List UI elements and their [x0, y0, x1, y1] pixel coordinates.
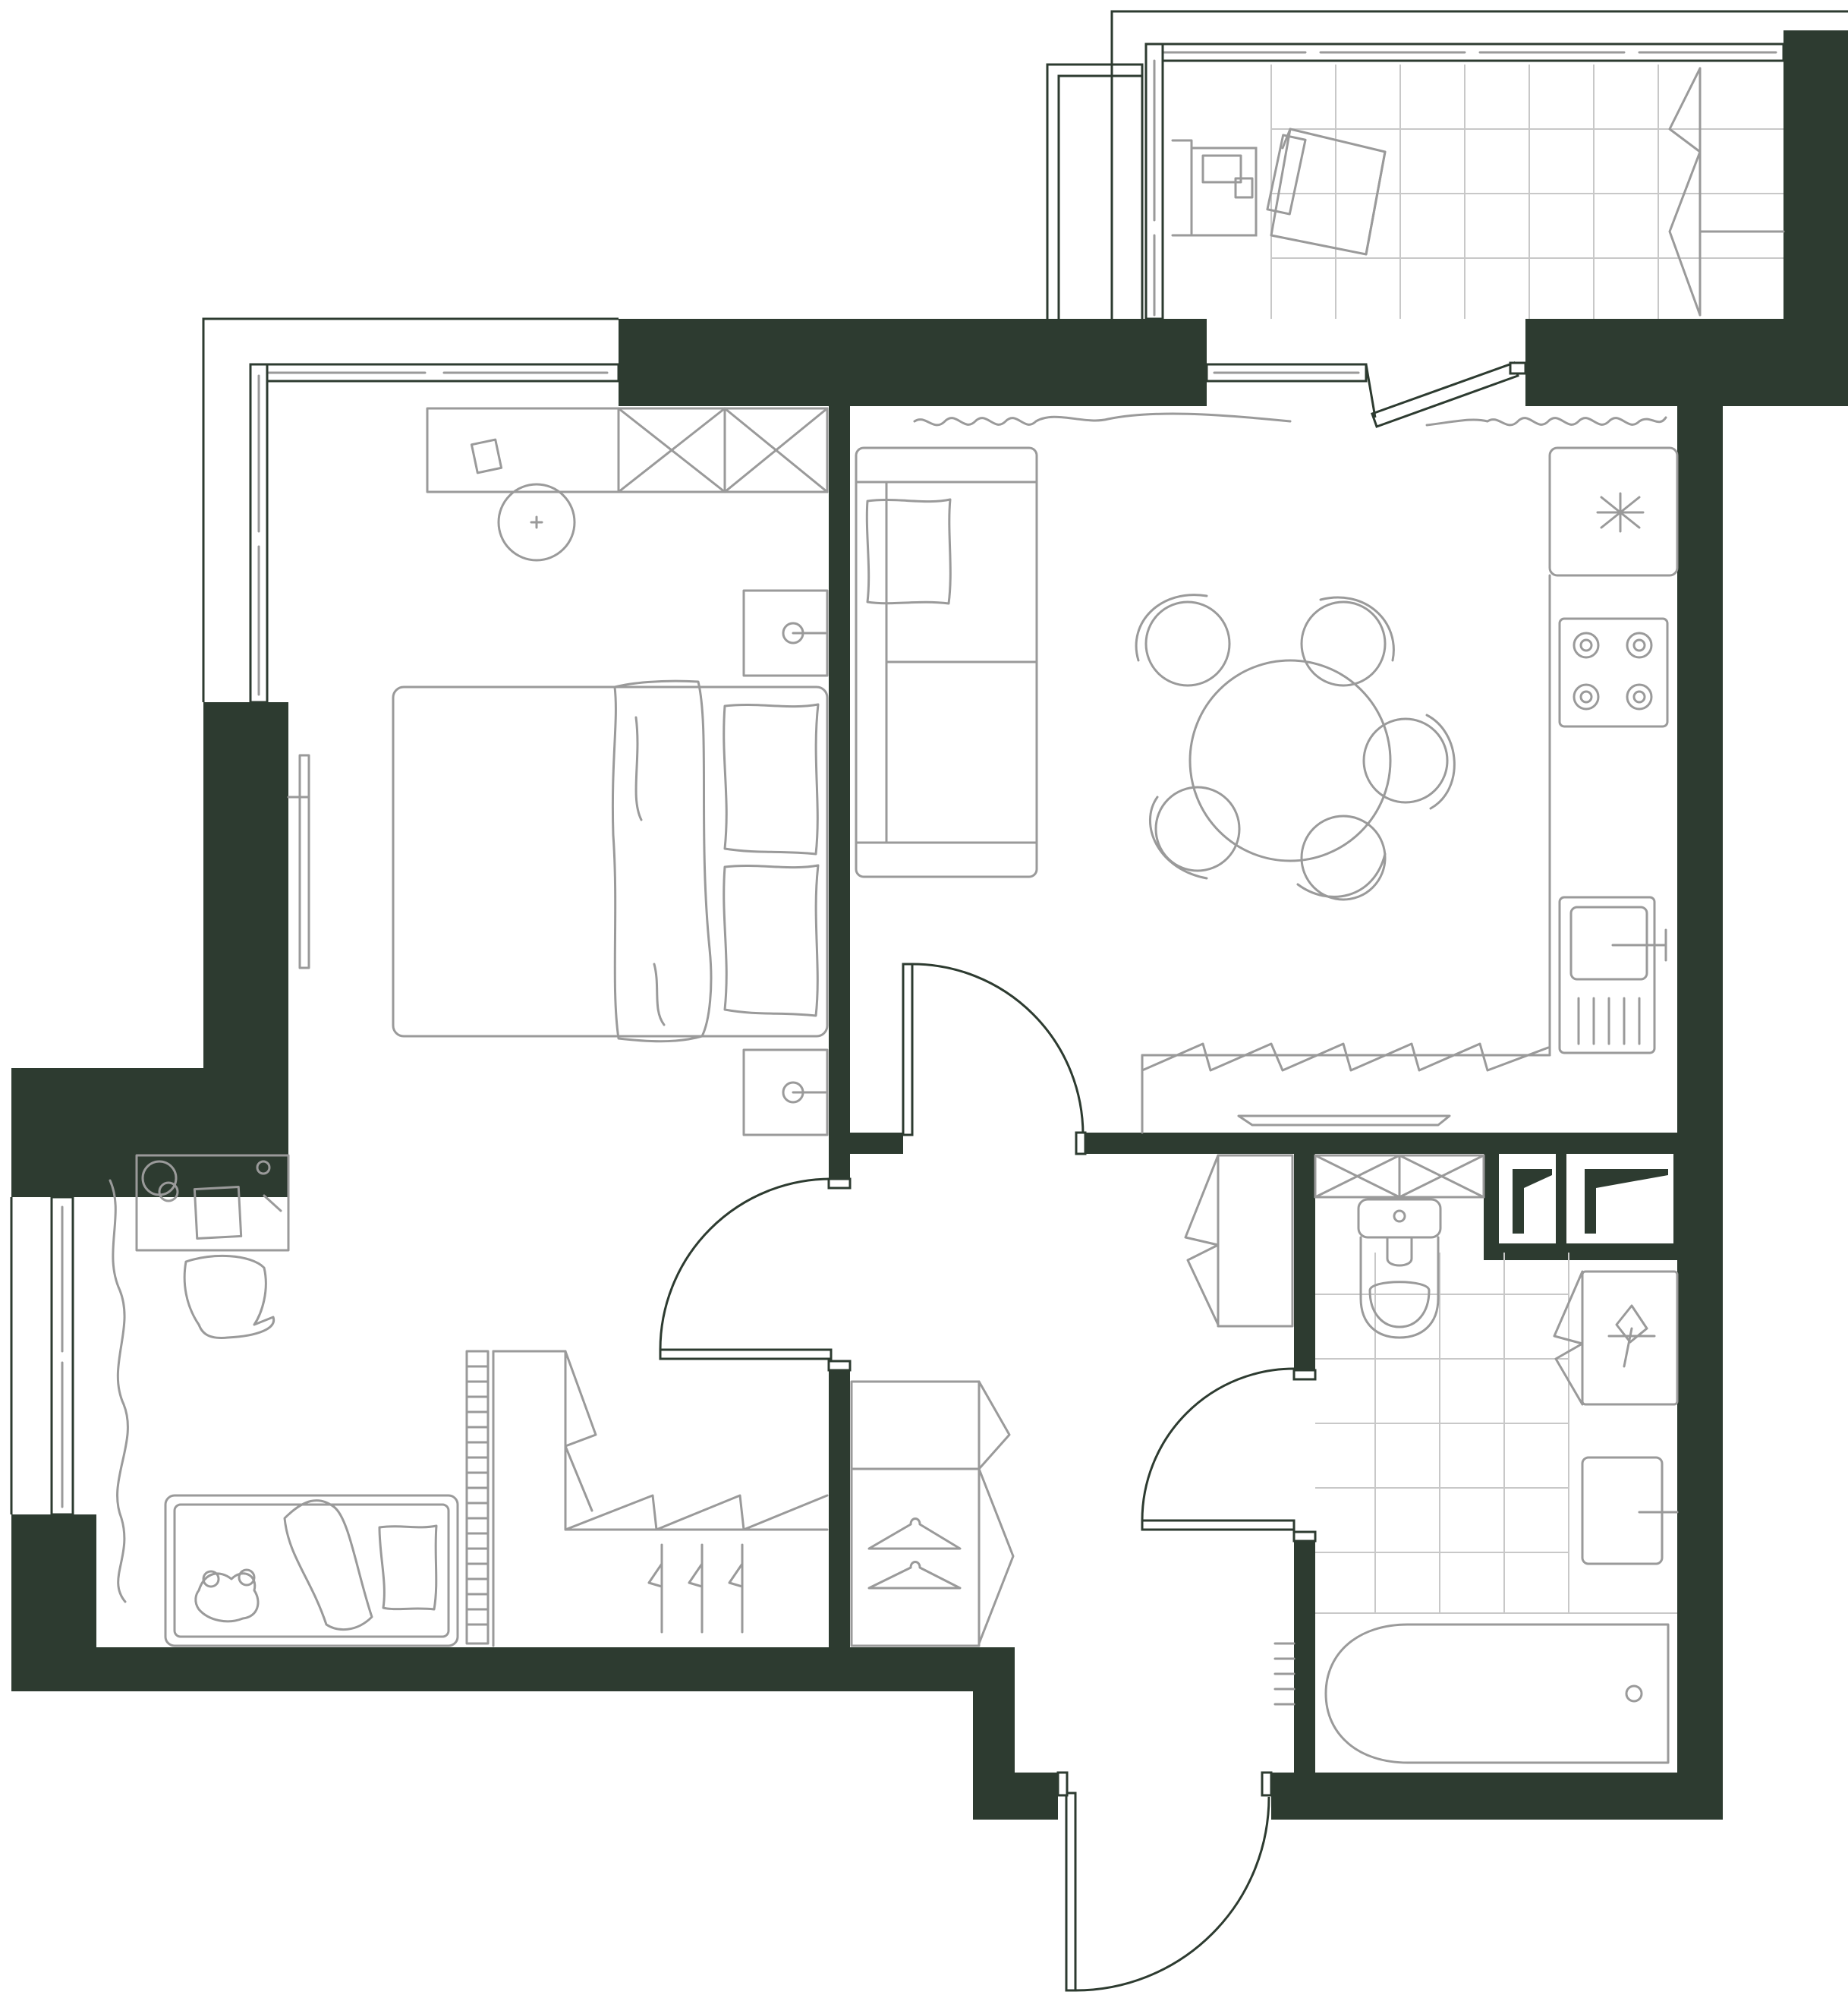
bathroom	[1314, 1154, 1679, 1764]
bedroom	[287, 407, 829, 1647]
toilet-tank-cabinet	[1314, 1154, 1485, 1199]
stool-icon	[497, 483, 576, 562]
doors	[659, 963, 1317, 1992]
towel-radiator-icon	[1273, 1642, 1295, 1706]
hanger-icon	[867, 1517, 962, 1590]
wall-bedroom-hall	[829, 1370, 850, 1647]
kids-desk	[135, 1154, 290, 1252]
bathroom-sink-icon	[1581, 1456, 1679, 1565]
wall-shaft-bottom	[1484, 1243, 1677, 1260]
bathtub-icon	[1324, 1623, 1670, 1764]
wall-left-upper	[203, 702, 288, 1070]
wall-mounted-tv	[287, 754, 310, 969]
hanger-icon	[647, 1543, 744, 1634]
washing-machine-icon	[1553, 1270, 1679, 1406]
wall-top-middle	[619, 319, 1207, 406]
wall-kitchen-hall-a	[850, 1133, 903, 1154]
living-kitchen	[855, 412, 1679, 1134]
vent-shaft-icon	[1513, 1169, 1552, 1234]
door-swing-icon[interactable]	[902, 963, 1087, 1155]
armchair-icon	[1266, 128, 1387, 256]
wall-shaft-side	[1673, 1154, 1681, 1245]
window-icon	[1205, 363, 1368, 383]
vent-shafts	[1513, 1169, 1668, 1234]
kitchen-counter	[1141, 446, 1679, 1134]
wall-bath-left-upper	[1294, 1154, 1315, 1374]
wall-balcony-right	[1783, 30, 1848, 319]
chair-icon	[183, 1255, 275, 1339]
balcony	[1171, 65, 1785, 319]
curtain-icon	[913, 412, 1667, 427]
curtain-icon	[109, 1179, 129, 1603]
balcony-cabinet	[1668, 67, 1785, 317]
bed-icon	[392, 679, 829, 1043]
window-icon	[249, 363, 620, 704]
bedroom-wardrobe	[617, 407, 829, 493]
sink-icon	[1558, 896, 1667, 1054]
wall-bedroom-living-upper	[829, 406, 850, 1188]
nightstand-icon	[742, 589, 829, 677]
bedroom-desk	[426, 407, 620, 493]
wardrobe-icon	[850, 1380, 1015, 1647]
wall-entry-left	[973, 1773, 1058, 1820]
wall-bottom-right	[1271, 1773, 1723, 1820]
radiator-icon	[465, 1350, 490, 1645]
sofa-icon	[855, 446, 1038, 878]
wall-shaft-divider	[1556, 1154, 1566, 1245]
hall	[850, 1154, 1295, 1706]
balcony-floor-tiles	[1270, 65, 1783, 319]
balcony-door[interactable]	[1365, 361, 1527, 428]
vent-shaft-icon	[1585, 1169, 1668, 1234]
wall-bath-left-lower	[1294, 1541, 1315, 1776]
window-icon	[50, 1196, 74, 1516]
facade-frame	[10, 10, 1848, 1514]
tv-console	[1141, 1042, 1550, 1127]
shoe-cabinet	[1184, 1154, 1294, 1328]
kids-bed-icon	[164, 1494, 459, 1647]
toilet-icon	[1357, 1198, 1442, 1339]
kids-room	[109, 1154, 490, 1647]
nightstand-icon	[742, 1048, 829, 1136]
window-icon	[1144, 43, 1785, 320]
wall-kitchen-hall-b	[1085, 1133, 1677, 1154]
entrance-door-icon[interactable]	[1056, 1771, 1273, 1992]
dining-table-icon	[1135, 594, 1456, 901]
door-swing-icon[interactable]	[1141, 1367, 1317, 1543]
wall-right-outer	[1677, 406, 1723, 1814]
walls	[11, 30, 1848, 1820]
bathroom-floor-tiles	[1315, 1253, 1677, 1614]
balcony-desk	[1171, 139, 1258, 237]
wall-shaft-top	[1484, 1154, 1499, 1260]
wall-top-right	[1525, 319, 1848, 406]
windows	[50, 43, 1785, 1516]
wall-left-notch	[11, 1068, 288, 1197]
wall-bottom-step	[973, 1647, 1015, 1776]
stove-icon	[1558, 617, 1669, 728]
bedroom-wardrobe-lower	[492, 1350, 829, 1647]
fridge-icon	[1596, 492, 1645, 533]
door-swing-icon[interactable]	[659, 1177, 852, 1372]
wall-bottom-left	[11, 1647, 1015, 1691]
